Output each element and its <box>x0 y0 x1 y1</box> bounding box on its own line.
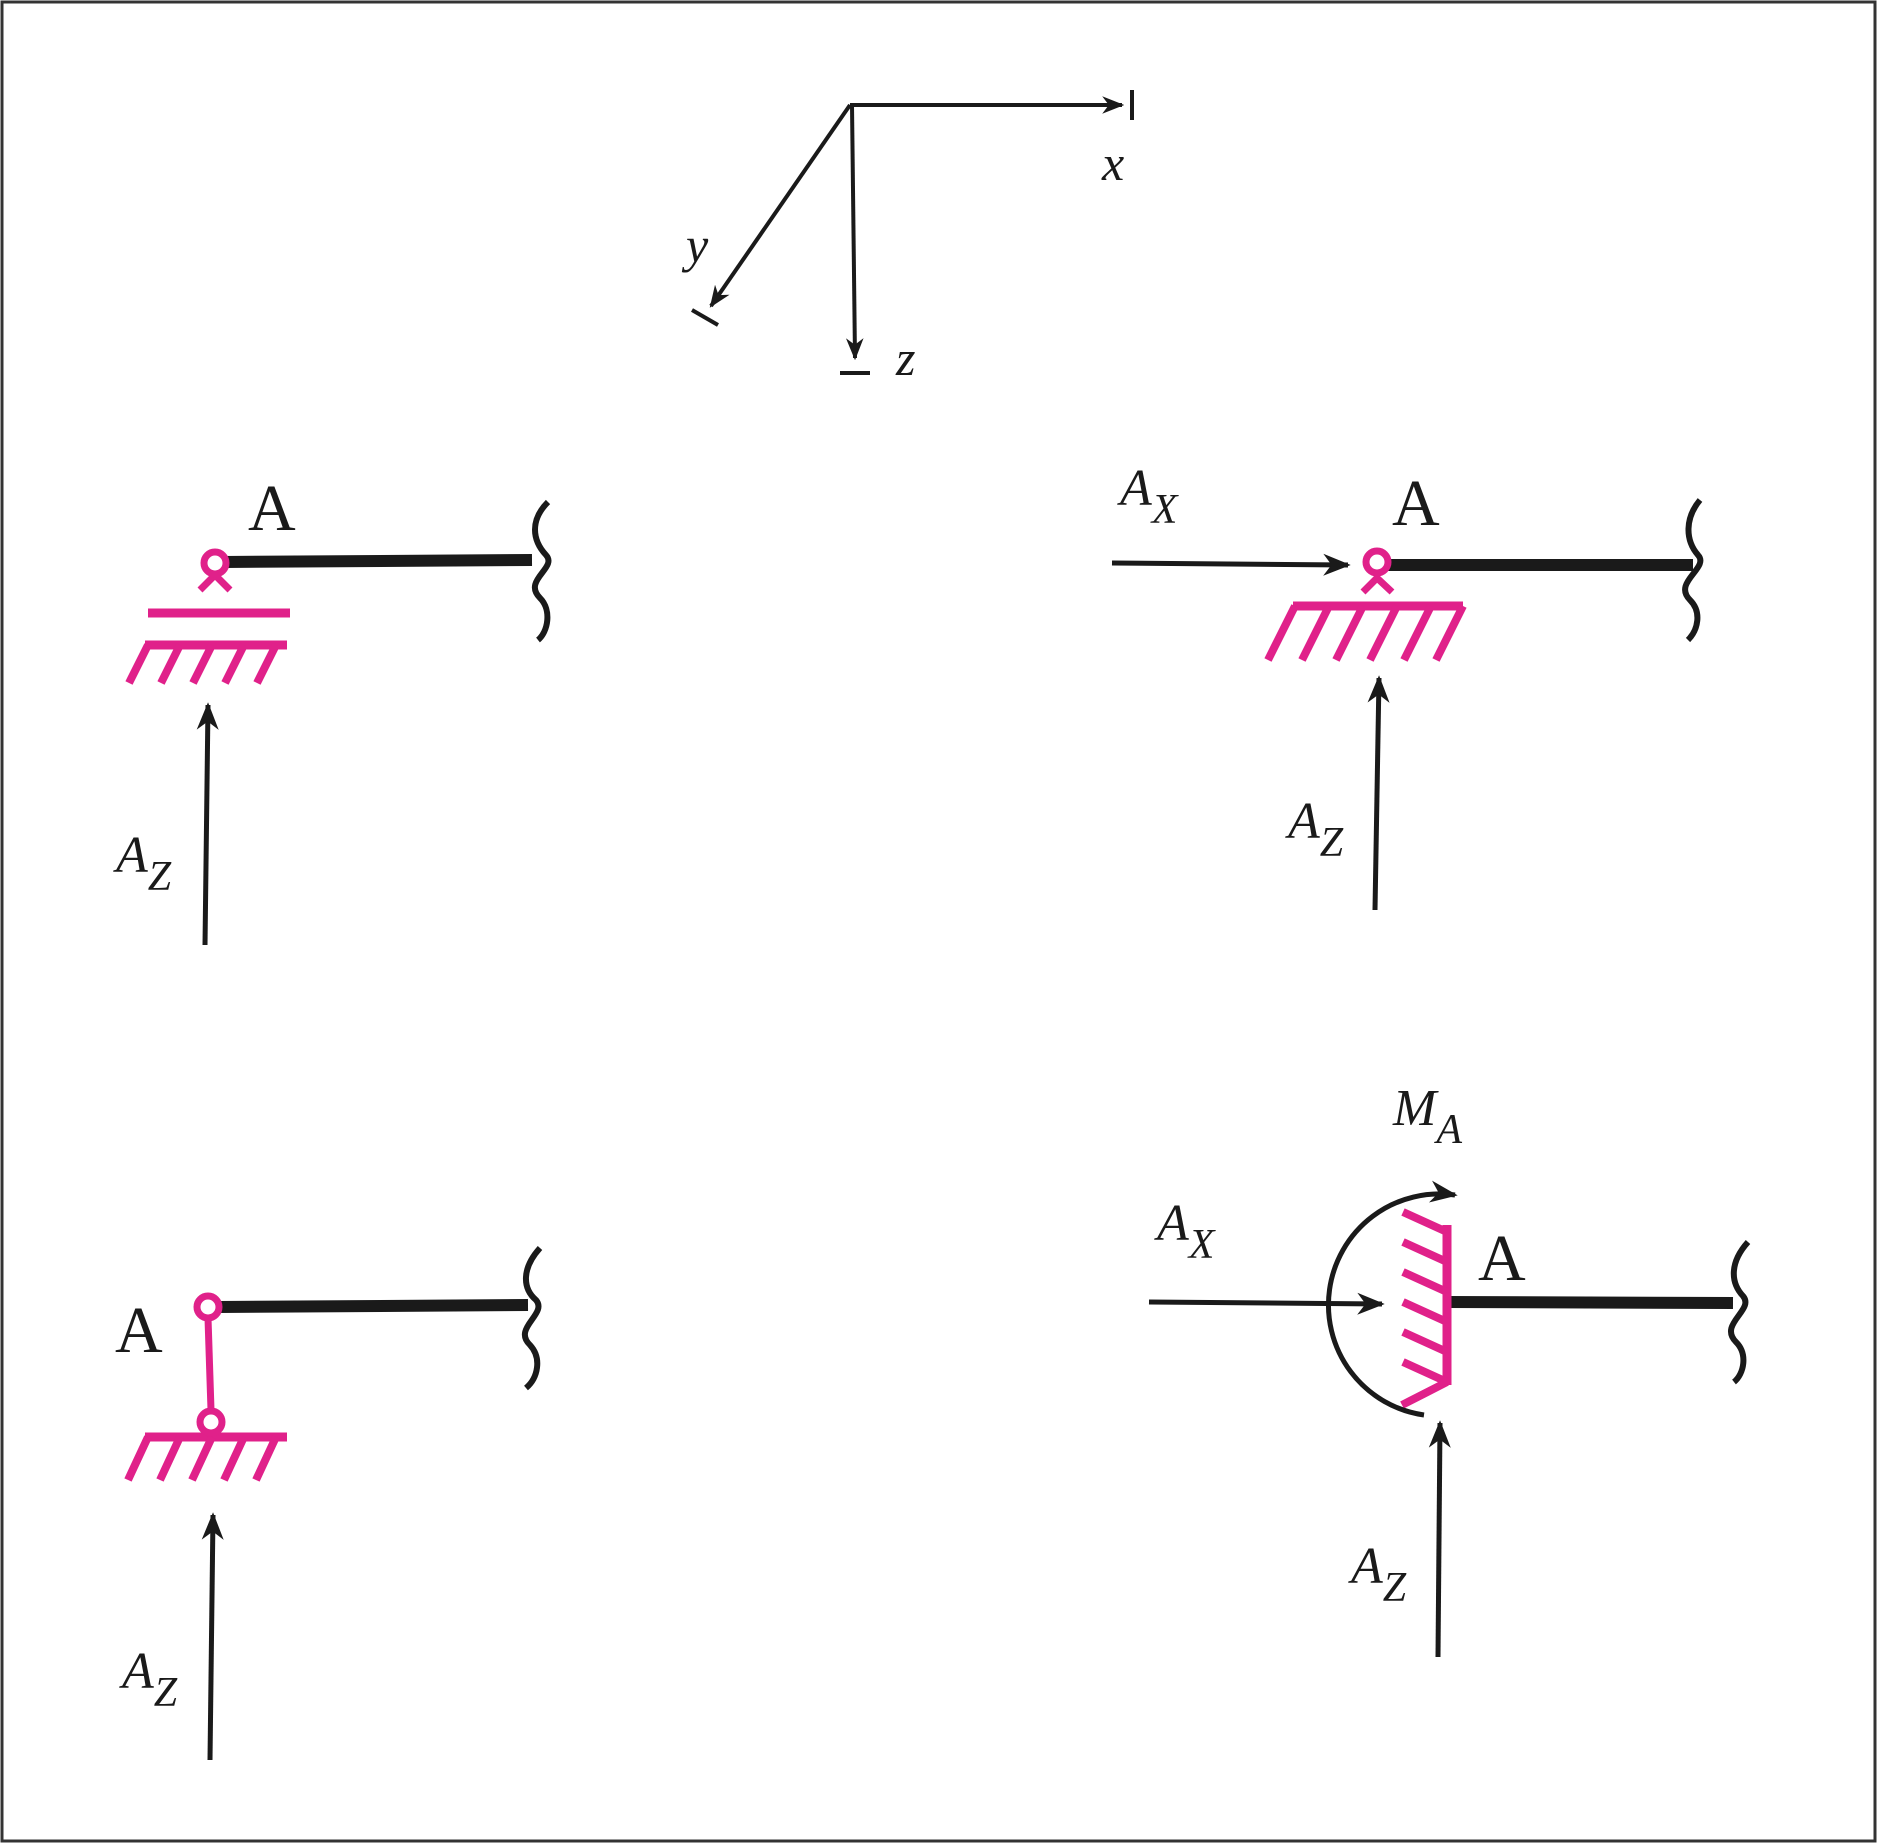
reaction-az-sub: Z <box>1383 1565 1407 1611</box>
panel-link-support: A AZ <box>115 1245 543 1761</box>
pin-support <box>125 548 290 685</box>
reaction-az-sub: Z <box>148 854 172 900</box>
pin-support <box>1264 547 1467 662</box>
y-axis <box>709 103 852 308</box>
reaction-az-label: AZ <box>1348 1538 1407 1611</box>
pin-joint <box>1362 547 1392 577</box>
z-axis <box>845 104 864 361</box>
ground-hatching <box>125 643 280 685</box>
link-bar <box>204 1317 215 1411</box>
reaction-az-label: AZ <box>113 827 172 900</box>
wall-hatching <box>1400 1208 1449 1409</box>
reaction-az-arrow <box>1428 1420 1451 1658</box>
reaction-az-arrow <box>201 1512 224 1761</box>
beam <box>222 554 533 568</box>
reaction-az-base: A <box>1348 1538 1383 1595</box>
point-a-label: A <box>248 472 296 545</box>
moment-ma-label: MA <box>1392 1080 1462 1153</box>
reaction-ax-arrow <box>1111 553 1351 576</box>
reaction-az-label: AZ <box>119 1643 178 1716</box>
reaction-az-arrow <box>196 702 219 946</box>
pin-joint-bottom <box>196 1407 226 1437</box>
coordinate-axes: x y z <box>681 90 1134 386</box>
reaction-az-label: AZ <box>1285 793 1344 866</box>
reaction-ax-sub: X <box>1150 487 1180 533</box>
moment-ma-sub: A <box>1433 1107 1462 1153</box>
moment-ma-arrow <box>1325 1180 1458 1418</box>
point-a-label: A <box>1392 467 1440 540</box>
reaction-az-base: A <box>119 1643 154 1700</box>
pin-joint-top <box>193 1292 223 1322</box>
reaction-az-sub: Z <box>1320 820 1344 866</box>
y-axis-label: y <box>681 217 709 273</box>
reaction-ax-sub: X <box>1187 1222 1217 1268</box>
reaction-az-base: A <box>1285 793 1320 850</box>
reaction-ax-base: A <box>1154 1195 1189 1252</box>
moment-ma-base: M <box>1392 1080 1439 1137</box>
ground-hatching <box>124 1435 280 1482</box>
panel-pin-support: A AZ <box>113 472 552 946</box>
reaction-ax-label: AX <box>1154 1195 1217 1268</box>
y-axis-end-tick <box>691 308 719 327</box>
break-line <box>521 1245 543 1391</box>
panel-pin-support-x: A AX AZ <box>1111 460 1704 911</box>
reaction-az-arrow <box>1367 675 1390 911</box>
reaction-ax-label: AX <box>1117 460 1180 533</box>
reaction-ax-arrow <box>1148 1292 1385 1315</box>
break-line <box>1728 1239 1751 1385</box>
reaction-az-sub: Z <box>154 1670 178 1716</box>
z-axis-label: z <box>895 330 915 386</box>
link-support <box>124 1292 287 1482</box>
break-line <box>1682 498 1704 643</box>
point-a-label: A <box>115 1294 163 1367</box>
beam <box>217 1299 529 1313</box>
point-a-label: A <box>1478 1222 1526 1295</box>
pin-joint <box>200 548 230 578</box>
panel-fixed-support: A MA AX AZ <box>1148 1080 1751 1658</box>
ground-hatching <box>1264 604 1467 662</box>
support-triangle <box>1360 573 1395 595</box>
beam <box>1446 1296 1734 1309</box>
fixed-support <box>1400 1208 1452 1409</box>
x-axis-label: x <box>1101 135 1124 191</box>
reaction-ax-base: A <box>1117 460 1152 517</box>
break-line <box>531 499 552 643</box>
reaction-az-base: A <box>113 827 148 884</box>
